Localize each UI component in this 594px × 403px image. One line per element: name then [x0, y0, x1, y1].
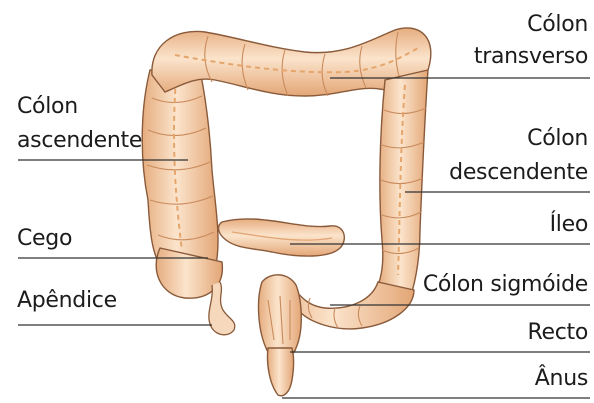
label-colon-sigmoide: Cólon sigmóide	[423, 272, 588, 298]
label-colon-ascendente-line2: ascendente	[17, 128, 142, 154]
label-ileo: Íleo	[550, 212, 588, 238]
label-apendice: Apêndice	[17, 288, 117, 314]
rectum-segment	[259, 275, 302, 358]
colon-descending-segment	[378, 70, 428, 292]
label-colon-ascendente-line1: Cólon	[17, 94, 78, 120]
ileum-segment	[219, 219, 345, 256]
label-anus: Ânus	[535, 366, 588, 392]
label-colon-descendente-line1: Cólon	[527, 126, 588, 152]
label-colon-transverso-line2: transverso	[474, 44, 588, 70]
label-colon-descendente-line2: descendente	[449, 160, 588, 186]
anal-canal-segment	[267, 348, 293, 396]
label-cego: Cego	[17, 226, 72, 252]
label-recto: Recto	[527, 320, 588, 346]
cecum-and-appendix	[156, 248, 235, 335]
label-colon-transverso-line1: Cólon	[527, 12, 588, 38]
